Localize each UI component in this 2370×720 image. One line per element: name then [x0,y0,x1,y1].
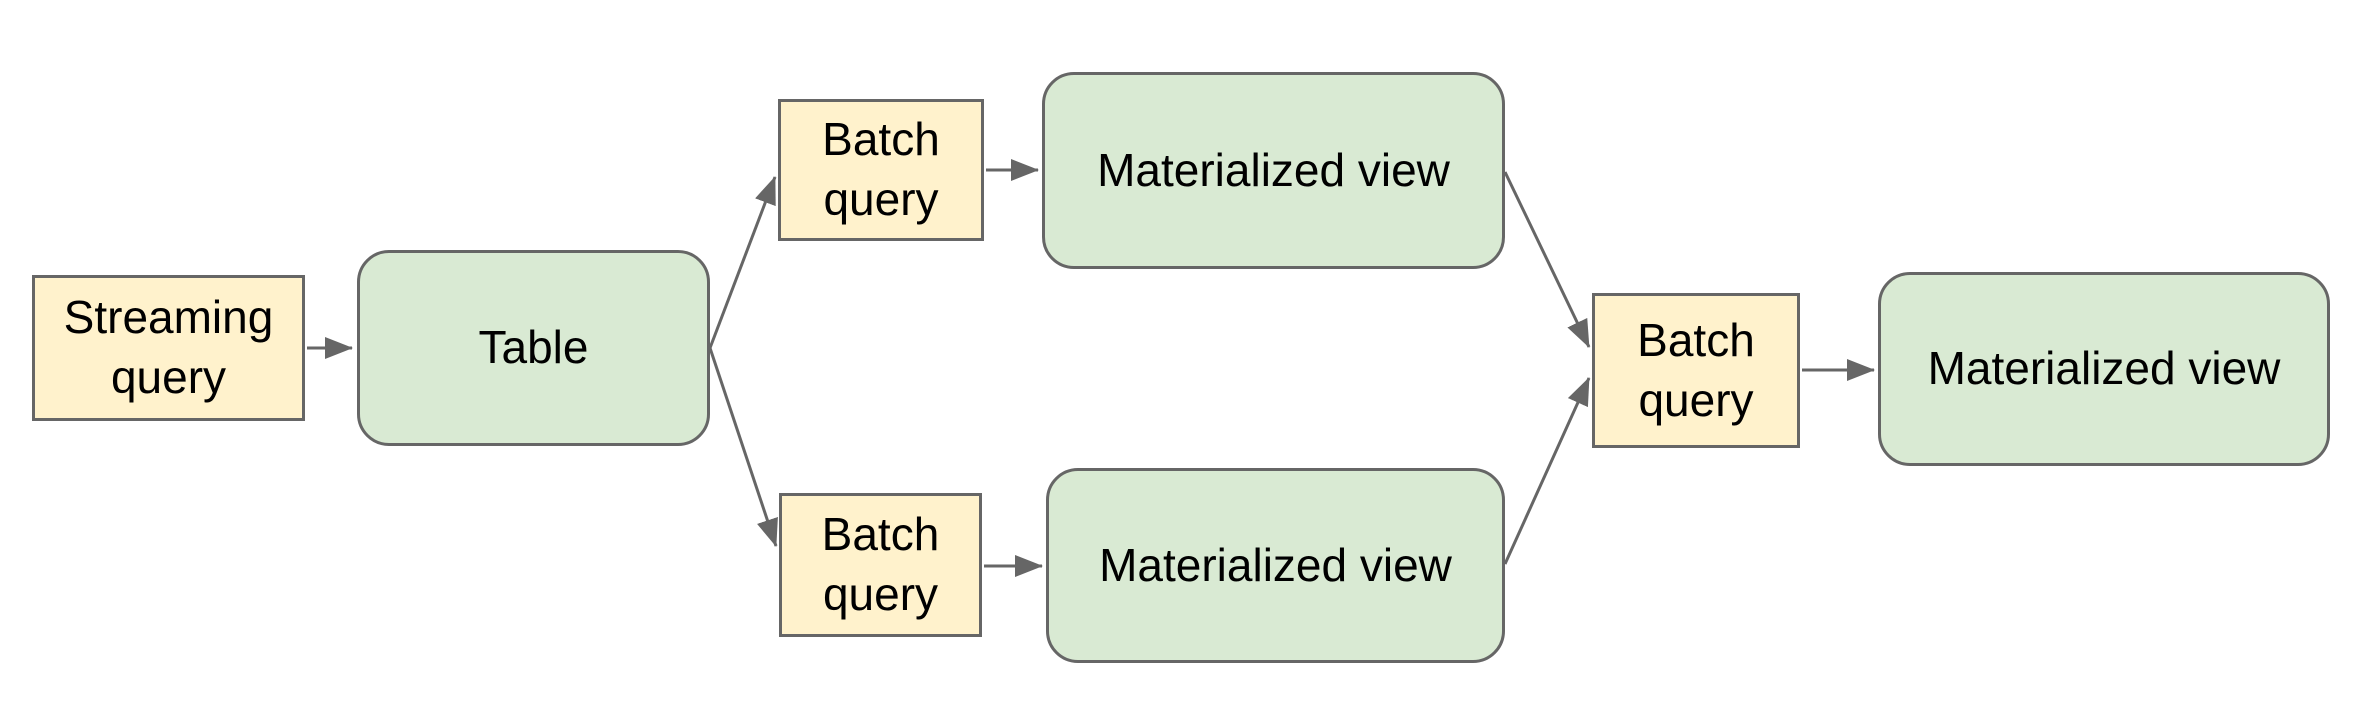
node-batch-query-bottom: Batch query [779,493,982,637]
node-materialized-view-top: Materialized view [1042,72,1505,269]
node-batch-query-bottom-label: Batch query [821,508,940,620]
edge-materialized-view-top-to-batch-query-right [1503,171,1591,348]
node-materialized-view-bottom: Materialized view [1046,468,1505,663]
edge-materialized-view-bottom-to-batch-query-right [1503,377,1591,565]
node-batch-query-right: Batch query [1592,293,1800,448]
node-table-label: Table [478,321,589,374]
node-table: Table [357,250,710,446]
edge-table-to-batch-query-top [708,176,777,349]
node-batch-query-right-label: Batch query [1637,313,1755,426]
node-streaming-query: Streaming query [32,275,305,421]
node-batch-query-top: Batch query [778,99,984,241]
node-materialized-view-right: Materialized view [1878,272,2330,466]
node-batch-query-top-label: Batch query [822,113,940,225]
node-materialized-view-top-label: Materialized view [1097,143,1450,196]
node-streaming-query-label: Streaming query [63,291,274,403]
edge-table-to-batch-query-bottom [708,347,778,547]
node-materialized-view-bottom-label: Materialized view [1099,538,1452,591]
node-materialized-view-right-label: Materialized view [1927,342,2281,395]
